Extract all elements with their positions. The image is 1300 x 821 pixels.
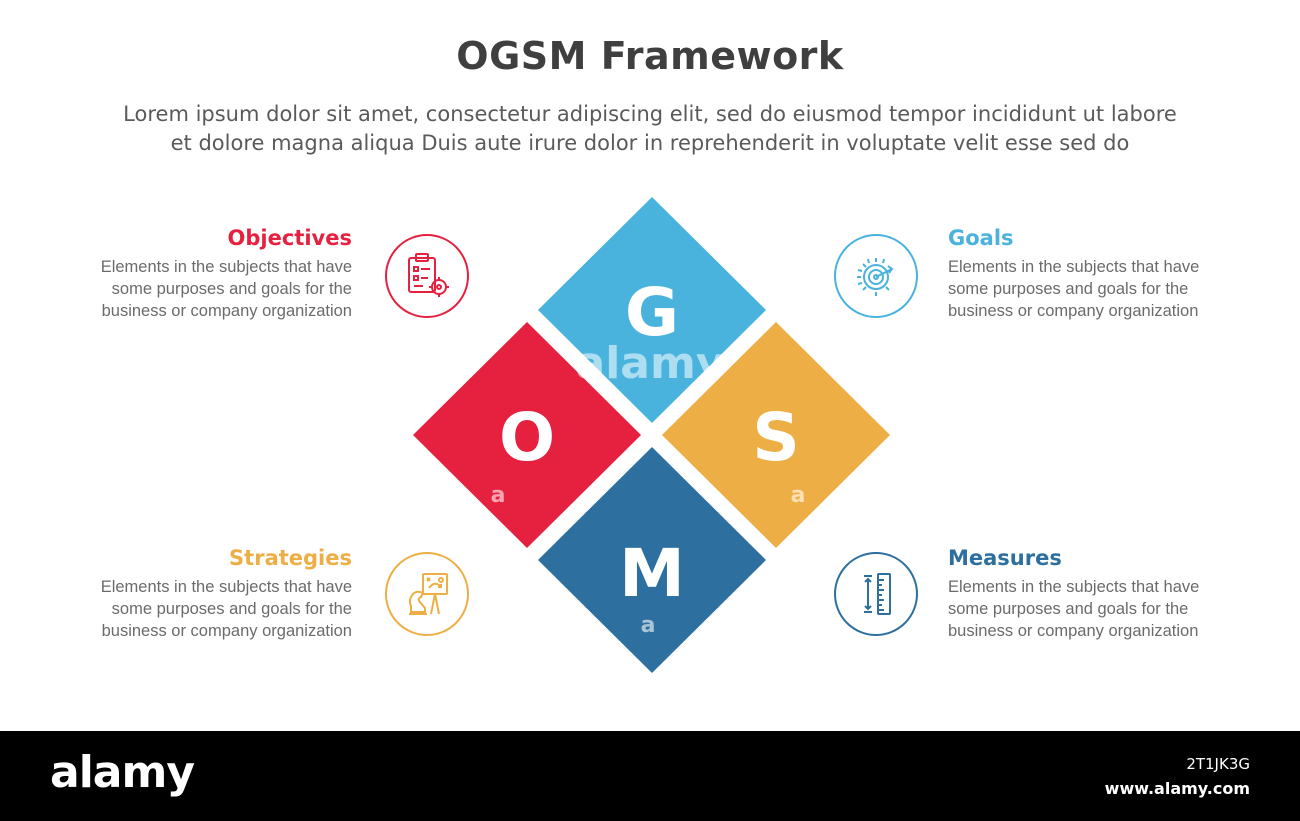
measures-desc-line-2: some purposes and goals for the <box>948 600 1189 618</box>
objectives-heading: Objectives <box>227 226 352 250</box>
measures-desc-line-1: Elements in the subjects that have <box>948 578 1200 596</box>
subtitle-line-1: Lorem ipsum dolor sit amet, consectetur … <box>123 102 1177 126</box>
objectives-desc-line-1: Elements in the subjects that have <box>100 258 352 276</box>
watermark-center: alamy <box>576 338 725 389</box>
measures-block: Measures Elements in the subjects that h… <box>948 546 1248 642</box>
strategies-icon-circle <box>385 552 469 636</box>
strategies-desc-line-1: Elements in the subjects that have <box>100 578 352 596</box>
diamond-measures: M <box>538 447 766 673</box>
watermark-small-right: a <box>791 483 806 508</box>
goals-desc-line-2: some purposes and goals for the <box>948 280 1189 298</box>
diamond-goals-letter: G <box>625 274 679 351</box>
image-id: 2T1JK3G <box>1186 755 1250 773</box>
alamy-logo: alamy <box>50 747 195 798</box>
objectives-desc-line-3: business or company organization <box>101 302 352 320</box>
page-title: OGSM Framework <box>456 34 844 78</box>
chess-strategy-board-icon <box>408 573 448 615</box>
watermark-small-left: a <box>491 483 506 508</box>
objectives-block: Objectives Elements in the subjects that… <box>52 226 352 322</box>
goals-icon-circle <box>834 234 918 318</box>
goals-heading: Goals <box>948 226 1014 250</box>
measures-heading: Measures <box>948 546 1062 570</box>
diamond-goals: G <box>538 197 766 423</box>
goals-desc-line-3: business or company organization <box>948 302 1199 320</box>
measures-icon-circle <box>834 552 918 636</box>
clipboard-target-icon <box>408 253 449 297</box>
site-url: www.alamy.com <box>1104 779 1250 798</box>
objectives-desc-line-2: some purposes and goals for the <box>111 280 352 298</box>
strategies-desc-line-2: some purposes and goals for the <box>111 600 352 618</box>
strategies-heading: Strategies <box>229 546 352 570</box>
watermark-small-bottom: a <box>641 613 656 638</box>
strategies-desc-line-3: business or company organization <box>101 622 352 640</box>
diamond-measures-letter: M <box>619 535 685 612</box>
bullseye-icon <box>857 258 894 296</box>
goals-desc-line-1: Elements in the subjects that have <box>948 258 1200 276</box>
objectives-icon-circle <box>385 234 469 318</box>
diamond-strategies-letter: S <box>752 399 800 476</box>
subtitle-line-2: et dolore magna aliqua Duis aute irure d… <box>170 131 1130 155</box>
footer-bar: alamy 2T1JK3G www.alamy.com <box>0 731 1300 821</box>
goals-block: Goals Elements in the subjects that have… <box>948 226 1248 322</box>
ruler-measure-icon <box>864 573 891 615</box>
diamond-objectives-letter: O <box>499 399 555 476</box>
strategies-block: Strategies Elements in the subjects that… <box>52 546 352 642</box>
diamond-objectives: O <box>413 322 641 548</box>
diamond-strategies: S <box>662 322 890 548</box>
page-subtitle: Lorem ipsum dolor sit amet, consectetur … <box>50 100 1250 158</box>
measures-desc-line-3: business or company organization <box>948 622 1199 640</box>
ogsm-diamond-diagram: G O S M alamy a a a <box>413 197 890 673</box>
